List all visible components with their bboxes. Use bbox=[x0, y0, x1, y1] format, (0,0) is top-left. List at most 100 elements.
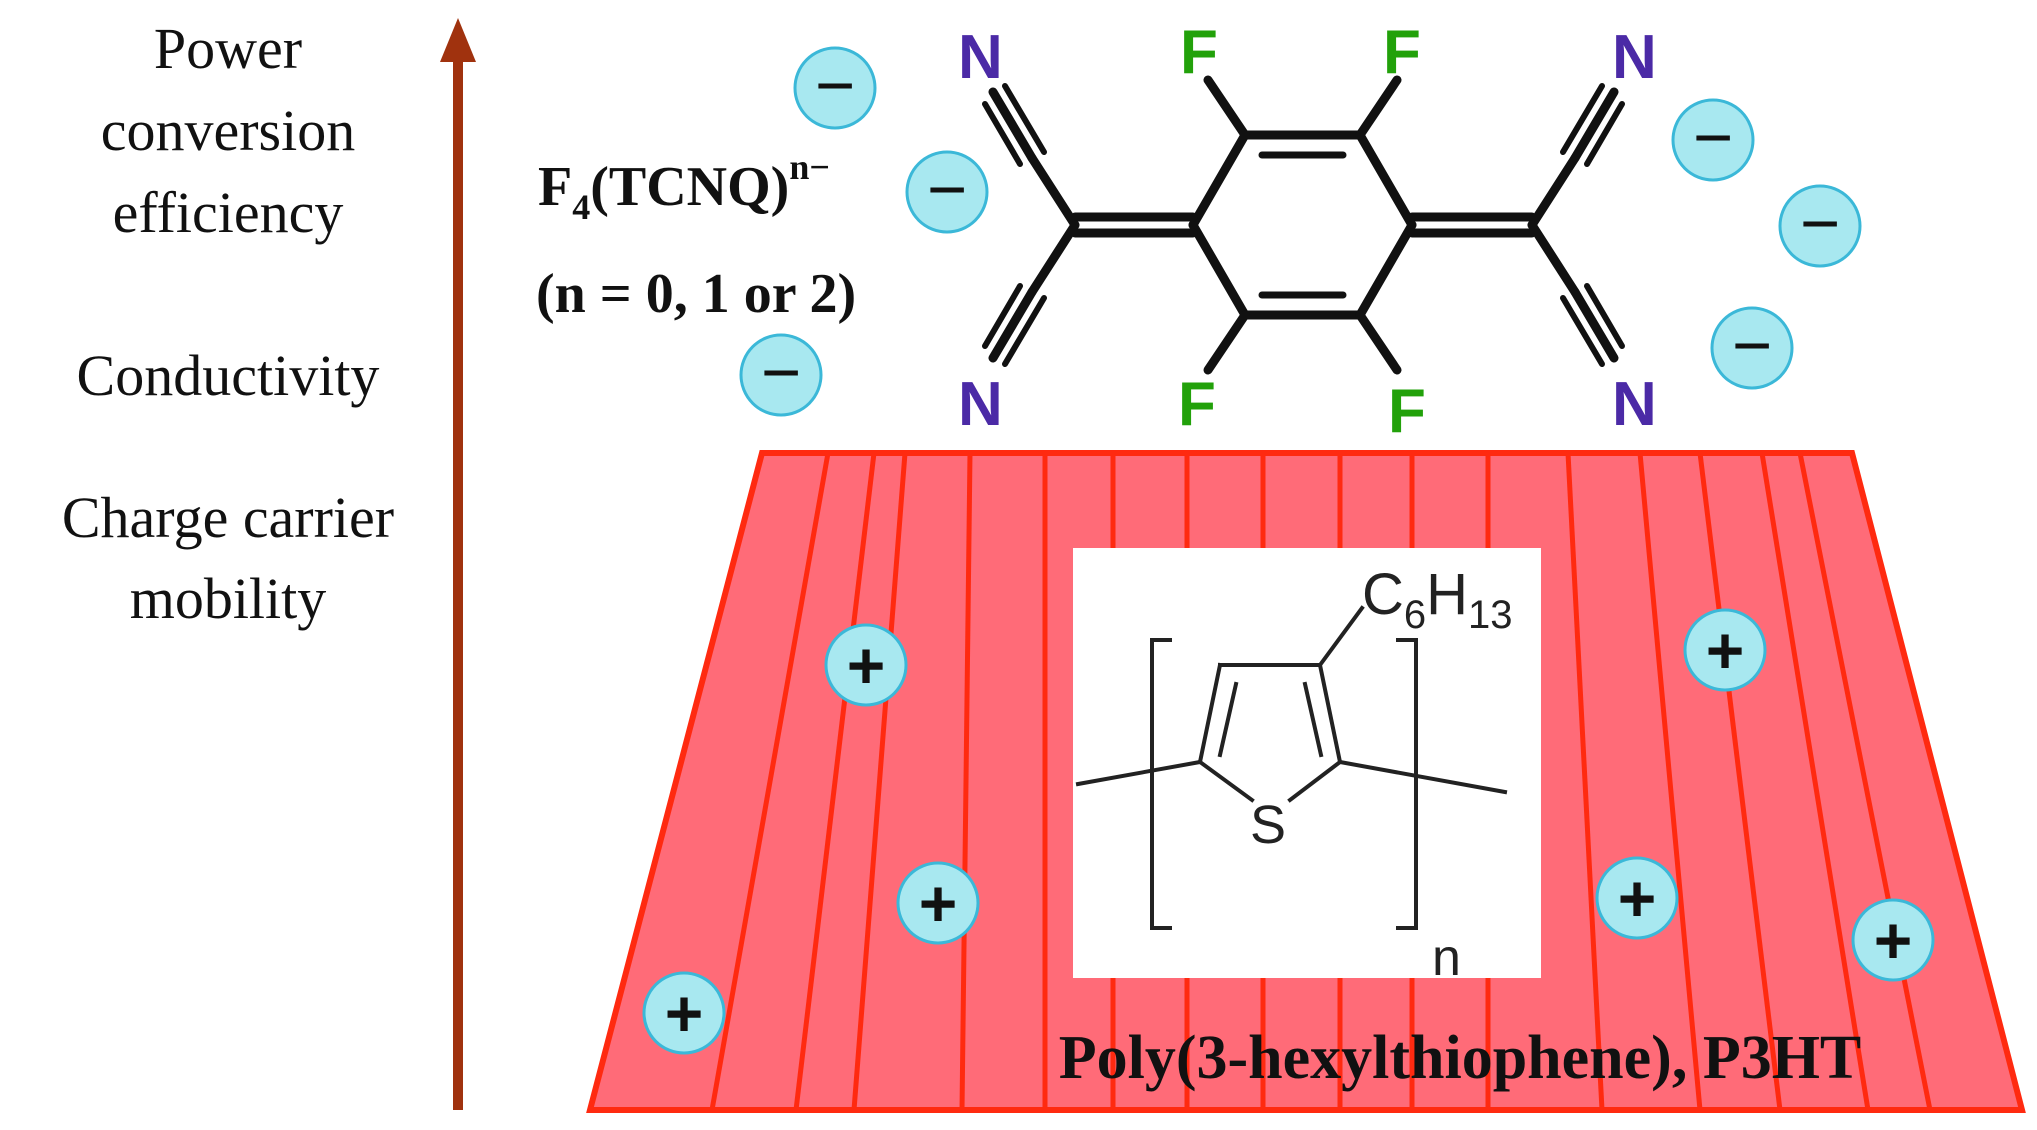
triple-ul-2 bbox=[982, 101, 1023, 167]
cation-sign: + bbox=[847, 628, 886, 702]
ring-bond-lr bbox=[1355, 220, 1417, 320]
cf-bond-lr bbox=[1355, 310, 1402, 375]
anion-sign: − bbox=[1692, 98, 1733, 178]
anion: − bbox=[905, 150, 989, 234]
dopant-label: F4(TCNQ)n− (n = 0, 1 or 2) bbox=[536, 147, 856, 325]
ring-bond-ll bbox=[1188, 220, 1250, 320]
cation: + bbox=[642, 971, 726, 1055]
formula-sub-4: 4 bbox=[572, 187, 590, 227]
hexyl-h-sub: 13 bbox=[1468, 593, 1513, 637]
chain-line bbox=[1759, 452, 1871, 1111]
chain-line bbox=[709, 452, 831, 1111]
c-cn-bond-ll bbox=[1027, 220, 1080, 297]
ring-bond-ul bbox=[1188, 130, 1250, 230]
label-power: Power bbox=[154, 16, 302, 81]
anion: − bbox=[793, 46, 877, 130]
chain-line bbox=[1797, 452, 1933, 1111]
thiophene-bond-c4c5 bbox=[1197, 662, 1223, 765]
c-cn-bond-lr bbox=[1527, 220, 1580, 297]
polymer-label: Poly(3-hexylthiophene), P3HT bbox=[1059, 1024, 1862, 1092]
atom-n-ll: N bbox=[958, 370, 1003, 439]
triple-lr-3 bbox=[1560, 295, 1605, 367]
label-conversion: conversion bbox=[101, 98, 356, 163]
thiophene-bond-c2s bbox=[1287, 759, 1343, 803]
backbone-right bbox=[1337, 759, 1508, 795]
chain-line bbox=[1565, 452, 1605, 1111]
chain-line bbox=[793, 452, 877, 1111]
formula-sup-charge: n− bbox=[789, 147, 830, 187]
c-cn-bond-ul bbox=[1027, 153, 1080, 230]
backbone-left bbox=[1075, 759, 1203, 787]
anion: − bbox=[739, 333, 823, 417]
anion-sign: − bbox=[926, 150, 967, 230]
formula-tcnq: (TCNQ) bbox=[590, 156, 789, 218]
chain-line bbox=[1697, 452, 1783, 1111]
chain-line bbox=[851, 452, 908, 1111]
cation-sign: + bbox=[1874, 903, 1913, 977]
cf-bond-ur bbox=[1355, 75, 1402, 140]
hexyl-label: C6H13 bbox=[1362, 562, 1513, 637]
cation-sign: + bbox=[665, 976, 704, 1050]
atom-n-ur: N bbox=[1612, 23, 1657, 92]
cations: + + + + + + bbox=[642, 608, 1935, 1055]
triple-ur-2 bbox=[1584, 101, 1625, 167]
chain-line bbox=[1637, 452, 1703, 1111]
hexyl-h: H bbox=[1426, 562, 1468, 627]
improvement-arrow bbox=[440, 18, 476, 1110]
bracket-left bbox=[1150, 638, 1172, 930]
f4tcnq-structure bbox=[982, 75, 1625, 375]
chain-line bbox=[959, 452, 973, 1111]
label-charge-carrier: Charge carrier bbox=[62, 485, 394, 550]
triple-ll-1 bbox=[988, 287, 1037, 363]
triple-lr-1 bbox=[1570, 287, 1619, 363]
cf-bond-ll bbox=[1203, 310, 1250, 375]
triple-ur-1 bbox=[1570, 87, 1619, 163]
cation-sign: + bbox=[919, 866, 958, 940]
atom-n-ul: N bbox=[958, 23, 1003, 92]
label-conductivity: Conductivity bbox=[77, 343, 380, 408]
atom-f-lr: F bbox=[1388, 377, 1426, 446]
thiophene-inner-right bbox=[1302, 681, 1324, 758]
hexyl-bond bbox=[1317, 605, 1365, 668]
hexyl-c: C bbox=[1362, 562, 1404, 627]
cation: + bbox=[824, 623, 908, 707]
anion: − bbox=[1778, 184, 1862, 268]
property-labels: Power conversion efficiency Conductivity… bbox=[62, 16, 394, 631]
cation: + bbox=[896, 861, 980, 945]
atom-f-ur: F bbox=[1383, 18, 1421, 87]
triple-ur-3 bbox=[1560, 83, 1605, 155]
formula-f: F bbox=[538, 156, 572, 218]
thiophene-inner-left bbox=[1217, 681, 1239, 758]
cation: + bbox=[1683, 608, 1767, 692]
triple-ll-3 bbox=[1002, 295, 1047, 367]
cation: + bbox=[1595, 856, 1679, 940]
arrow-head bbox=[440, 18, 476, 62]
f4tcnq-atoms: N N N N F F F F bbox=[958, 18, 1657, 446]
cation-sign: + bbox=[1618, 861, 1657, 935]
anion-sign: − bbox=[760, 333, 801, 413]
label-mobility: mobility bbox=[130, 566, 327, 631]
ring-bond-ur bbox=[1355, 130, 1417, 230]
atom-f-ll: F bbox=[1178, 370, 1216, 439]
thiophene-bond-c2c3 bbox=[1317, 662, 1343, 765]
anion-sign: − bbox=[1731, 306, 1772, 386]
anion-sign: − bbox=[1799, 184, 1840, 264]
p3ht-structure: S C6H13 n bbox=[1073, 548, 1541, 987]
dopant-charge-note: (n = 0, 1 or 2) bbox=[536, 263, 856, 325]
atom-n-lr: N bbox=[1612, 370, 1657, 439]
triple-ul-1 bbox=[988, 87, 1037, 163]
anions: − − − − − − bbox=[739, 46, 1862, 417]
bracket-right bbox=[1396, 638, 1418, 930]
triple-ul-3 bbox=[1002, 83, 1047, 155]
repeat-n: n bbox=[1432, 929, 1461, 987]
triple-ll-2 bbox=[982, 283, 1023, 349]
hexyl-c-sub: 6 bbox=[1404, 593, 1426, 637]
atom-s: S bbox=[1250, 795, 1286, 855]
label-efficiency: efficiency bbox=[113, 180, 344, 245]
cation: + bbox=[1851, 898, 1935, 982]
atom-f-ul: F bbox=[1180, 18, 1218, 87]
thiophene-bond-c5s bbox=[1197, 759, 1255, 803]
cation-sign: + bbox=[1706, 613, 1745, 687]
dopant-formula: F4(TCNQ)n− bbox=[538, 147, 830, 227]
